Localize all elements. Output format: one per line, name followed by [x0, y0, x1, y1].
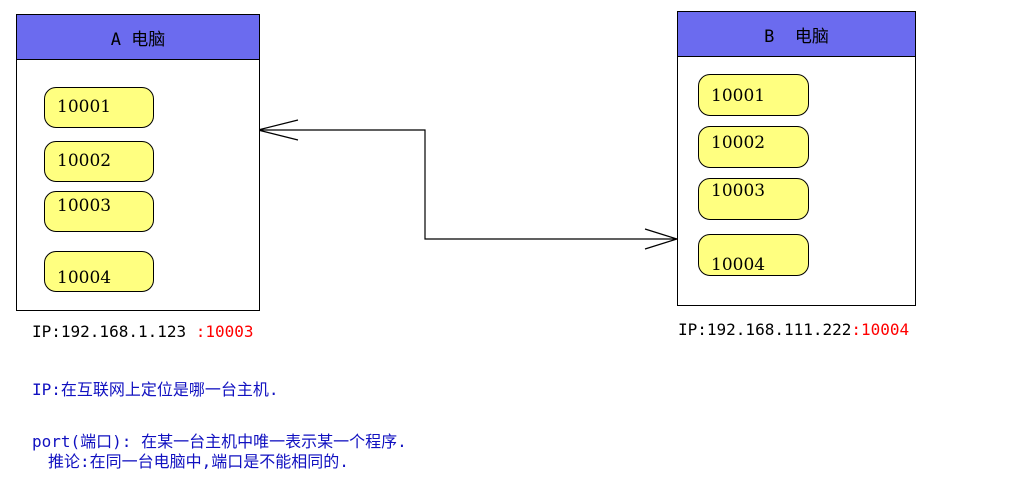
network-link: [258, 129, 677, 240]
computer-b-address: IP:192.168.111.222:10004: [678, 320, 909, 339]
note-inference: 推论:在同一台电脑中,端口是不能相同的.: [48, 452, 349, 471]
computer-b-title: B 电脑: [678, 12, 915, 57]
port-box: 10004: [698, 234, 809, 276]
computer-a-address: IP:192.168.1.123 :10003: [32, 322, 254, 341]
computer-a-box: A 电脑 10001 10002 10003 10004: [16, 14, 260, 311]
port-box: 10001: [698, 74, 809, 116]
computer-a-title: A 电脑: [17, 15, 259, 60]
ip-label: IP:192.168.1.123: [32, 322, 187, 341]
note-ip-definition: IP:在互联网上定位是哪一台主机.: [32, 380, 279, 399]
arrowhead-a: [257, 119, 299, 141]
computer-b-box: B 电脑 10001 10002 10003 10004: [677, 11, 916, 306]
port-box: 10003: [698, 178, 809, 220]
note-port-definition: port(端口): 在某一台主机中唯一表示某一个程序.: [32, 432, 407, 451]
port-box: 10004: [44, 251, 154, 292]
port-label: :10004: [851, 320, 910, 339]
port-box: 10001: [44, 87, 154, 128]
port-box: 10002: [44, 141, 154, 182]
port-box: 10003: [44, 191, 154, 232]
port-box: 10002: [698, 126, 809, 168]
arrowhead-b: [644, 228, 680, 250]
port-label: :10003: [195, 322, 254, 341]
ip-label: IP:192.168.111.222: [678, 320, 852, 339]
